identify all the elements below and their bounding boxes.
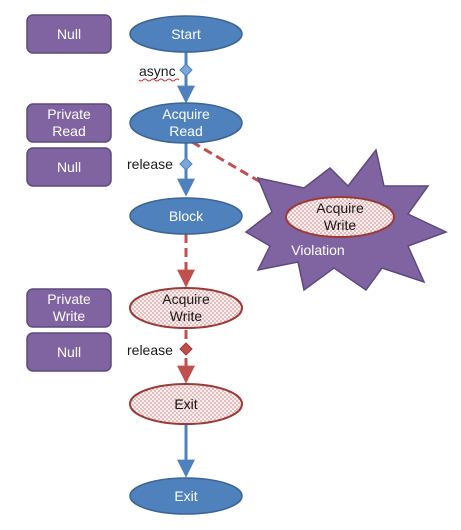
edge-release-read-diamond [179,157,193,171]
state-tag-private-write: Private Write [26,288,112,328]
node-exit-hatched: Exit [129,383,243,425]
violation-label: Violation [291,242,344,258]
violation-acquire-write-node: Acquire Write [285,196,395,238]
state-tag-label-line2: Write [53,308,86,324]
node-acquire-read: Acquire Read [129,102,243,144]
violation-burst: Acquire Write Violation [244,148,448,292]
node-exit-final-label: Exit [174,488,197,504]
node-acquire-write-line1: Acquire [162,291,210,307]
violation-acquire-line1: Acquire [316,200,364,216]
state-tag-label: Null [57,26,81,42]
edges [177,52,302,478]
node-exit-hatched-label: Exit [174,396,197,412]
flow-nodes: Start Acquire Read Block Acquire Write E… [129,15,243,515]
node-acquire-write: Acquire Write [129,287,243,329]
edge-release-write-diamond [179,342,193,356]
node-start-label: Start [171,26,201,42]
node-block-label: Block [169,208,204,224]
node-block: Block [129,197,243,235]
node-exit-final: Exit [129,477,243,515]
edge-label-release-read: release [127,156,173,172]
state-tags: Null Private Read Null Private Write Nul… [26,14,112,372]
node-acquire-write-line2: Write [170,308,203,324]
state-tag-label: Null [57,159,81,175]
violation-acquire-line2: Write [324,217,357,233]
node-acquire-read-line1: Acquire [162,106,210,122]
state-tag-label-line2: Read [52,123,85,139]
state-tag-label-line1: Private [47,106,91,122]
state-tag-null-mid: Null [26,147,112,187]
state-tag-null-bottom: Null [26,332,112,372]
edge-async-diamond [179,63,193,77]
state-tag-label-line1: Private [47,291,91,307]
node-acquire-read-line2: Read [169,123,202,139]
async-spellcheck-underline [138,78,180,82]
state-tag-null-top: Null [26,14,112,54]
state-tag-private-read: Private Read [26,103,112,143]
state-tag-label: Null [57,344,81,360]
edge-label-release-write: release [127,342,173,358]
node-start: Start [129,15,243,53]
edge-label-async: async [139,63,176,79]
